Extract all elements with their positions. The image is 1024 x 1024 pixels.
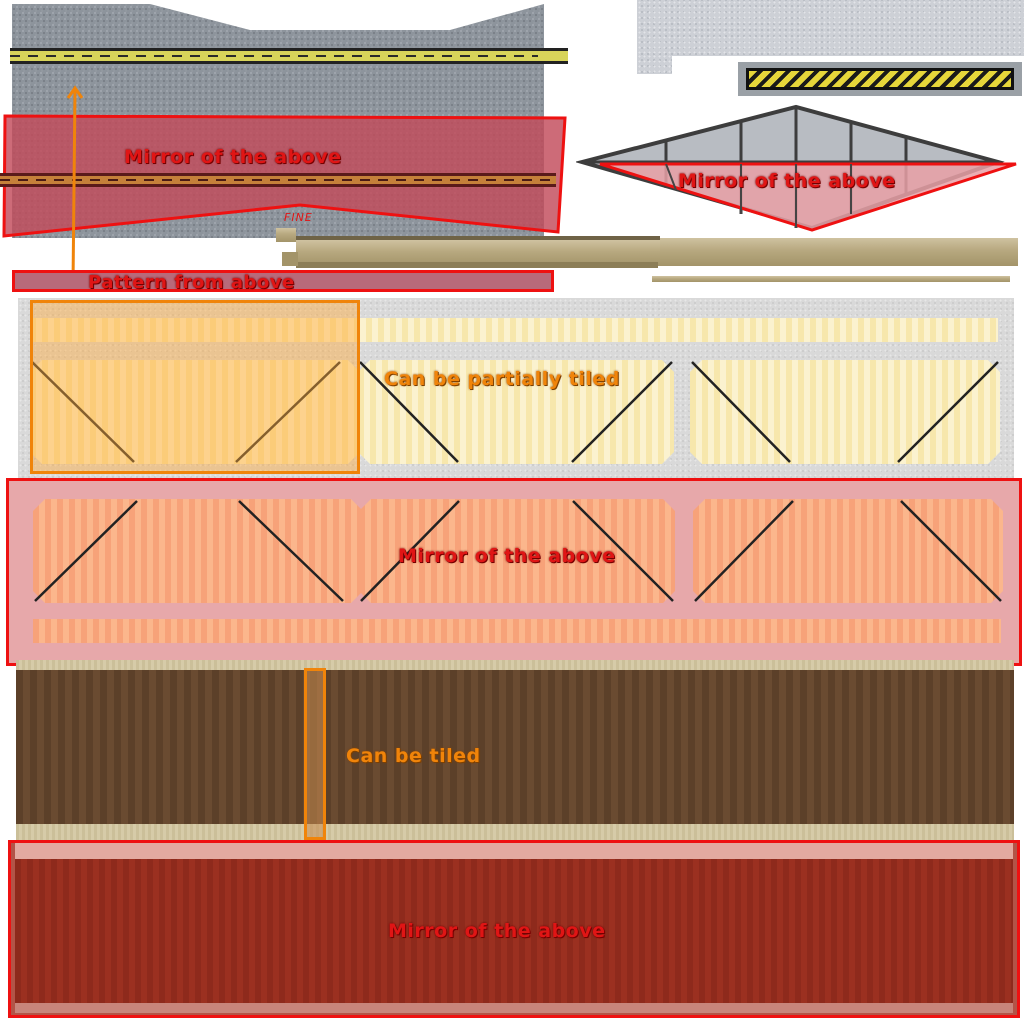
beam-long-left (296, 236, 660, 266)
pattern-strip (12, 270, 554, 292)
sand-strip-bottom (16, 824, 1014, 840)
hazard-stripe-bar (738, 62, 1022, 96)
beam-end-stub (282, 252, 298, 266)
truss-panel-1 (30, 360, 360, 464)
beam-long-right (660, 238, 1018, 266)
road-line-mirror (0, 173, 556, 187)
truss-top-rail (30, 318, 998, 342)
truss-panel-top (18, 298, 1014, 478)
pale-asphalt-patch (637, 0, 1024, 56)
beam-short (276, 228, 296, 242)
wood-floor (16, 670, 1014, 824)
road-line-top (10, 48, 568, 64)
truss-panel-2 (358, 360, 674, 464)
pale-asphalt-tab (637, 54, 672, 74)
label-mirror-floor: Mirror of the above (388, 920, 606, 942)
label-mirror-ramp: Mirror of the above (678, 170, 896, 192)
ramp-texture (576, 104, 1017, 232)
mirror-floor-region (8, 840, 1020, 1018)
mirror-floor-sand (15, 843, 1013, 859)
label-fine: FINE (284, 211, 313, 224)
truss-mirror-panel-3 (693, 499, 1003, 603)
truss-mirror-panel-1 (33, 499, 363, 603)
mirror-floor-bottom (15, 1003, 1013, 1013)
beam-thin (652, 276, 1010, 282)
truss-mirror-panel-2 (359, 499, 675, 603)
label-partially-tiled: Can be partially tiled (384, 368, 620, 390)
label-mirror-road: Mirror of the above (124, 146, 342, 168)
arrow-up-icon (66, 85, 84, 286)
truss-panel-mirror (6, 478, 1022, 666)
mirror-floor-planks (15, 859, 1013, 1011)
tile-column-box (304, 668, 326, 840)
truss-panel-3 (690, 360, 1000, 464)
tile-region-box (30, 300, 360, 474)
beam-shadow (296, 262, 658, 268)
label-mirror-truss: Mirror of the above (398, 545, 616, 567)
label-can-be-tiled: Can be tiled (346, 745, 481, 767)
sand-strip-top (16, 660, 1014, 670)
label-pattern-from-above: Pattern from above (88, 272, 295, 293)
truss-mirror-rail (33, 619, 1001, 643)
